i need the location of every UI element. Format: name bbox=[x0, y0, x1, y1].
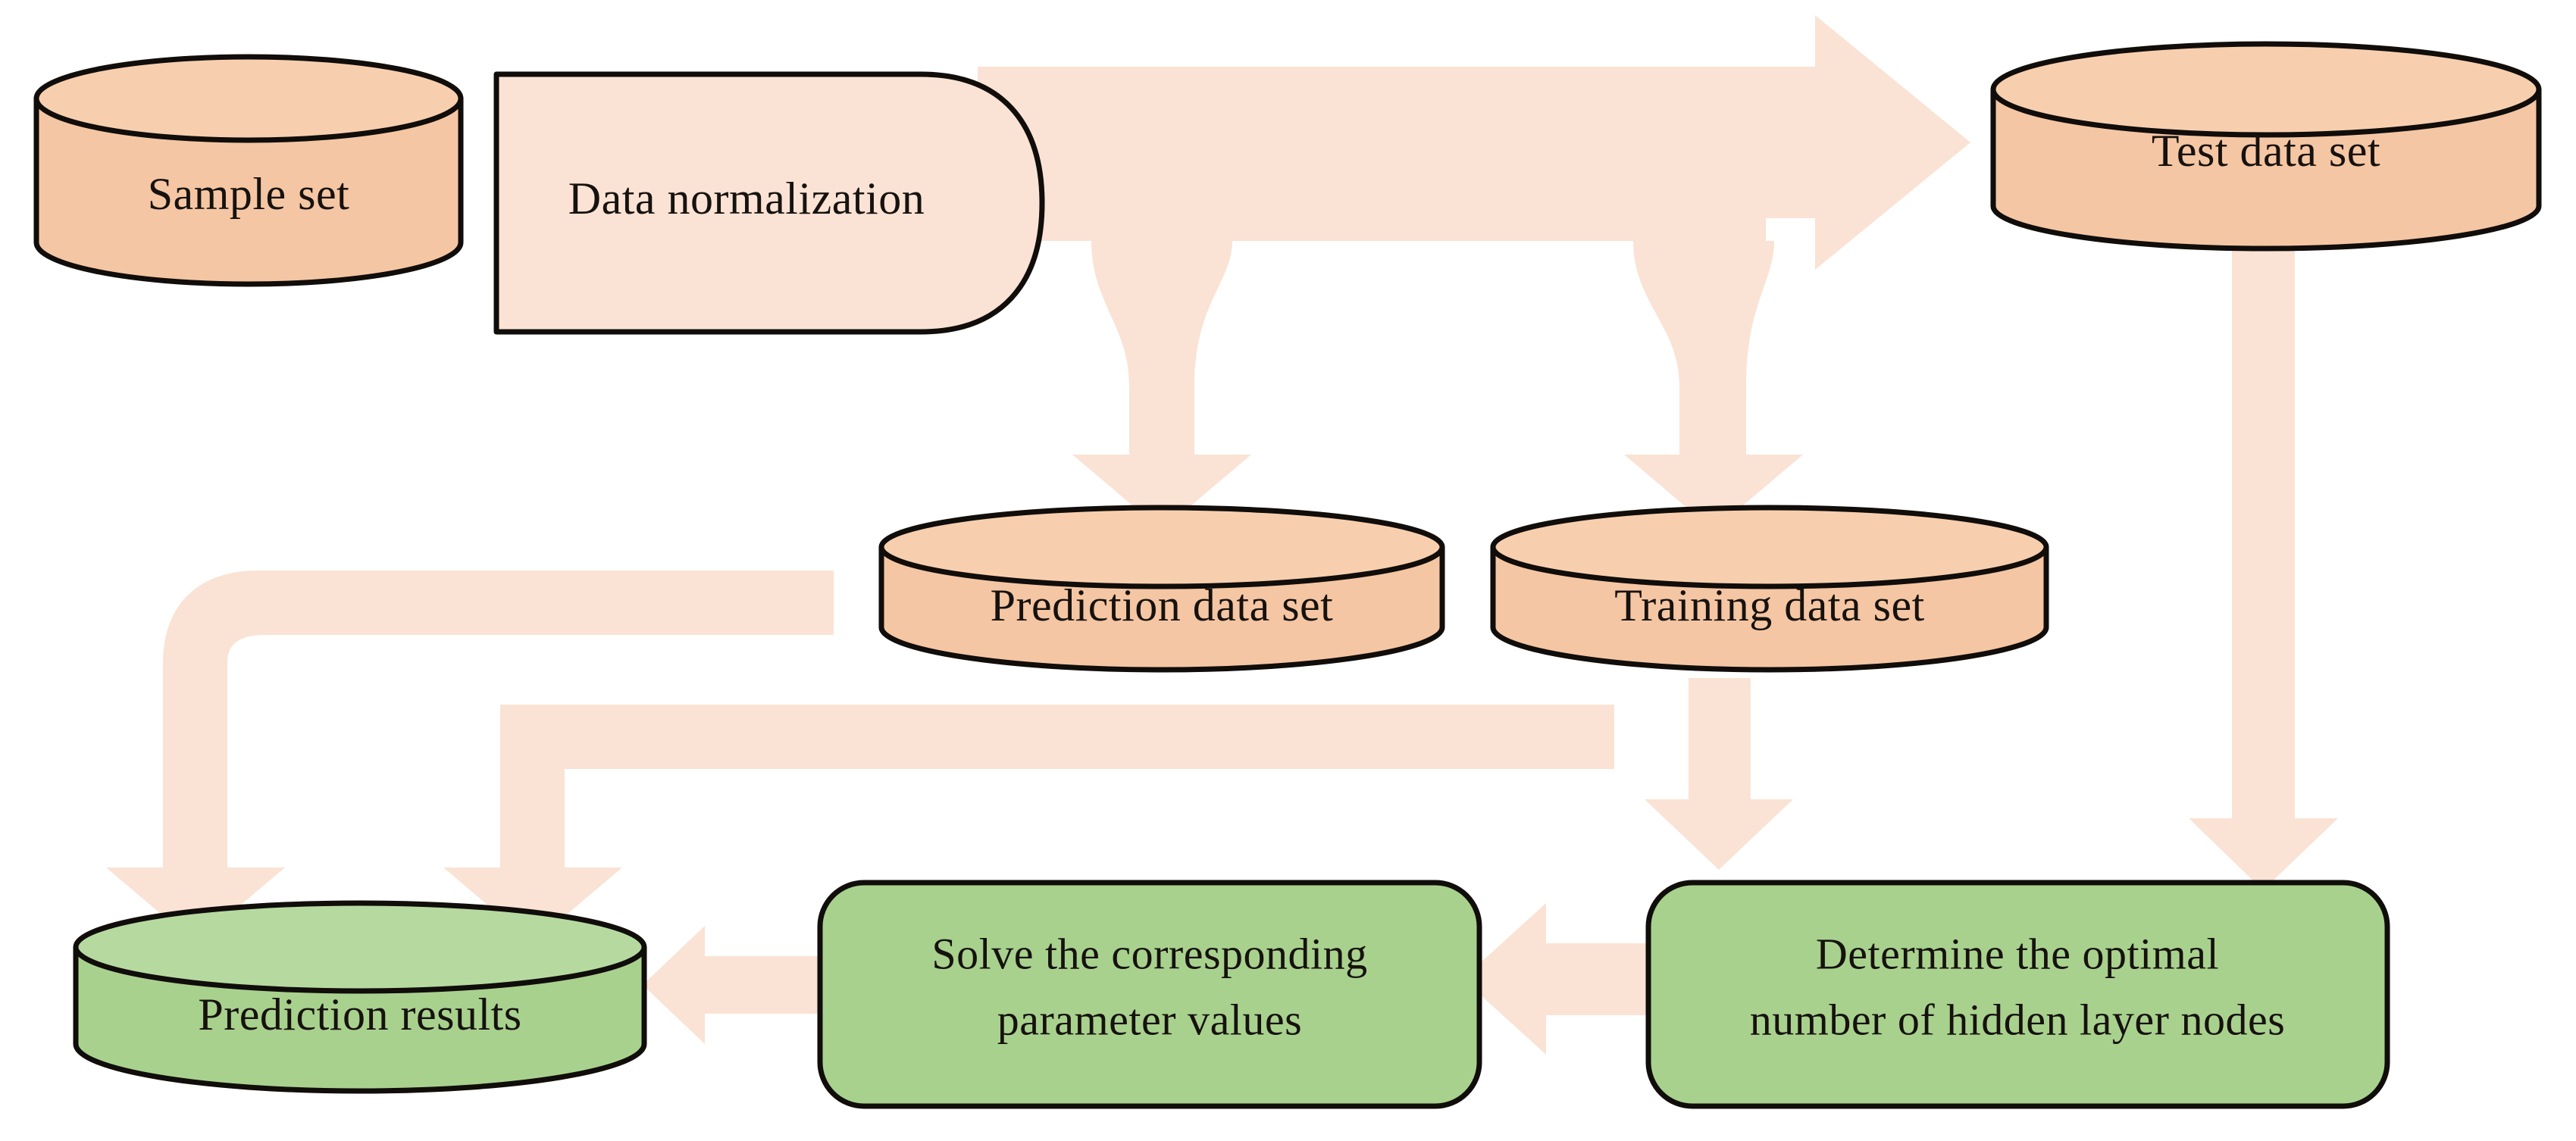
node-training-data-set[interactable]: Training data set bbox=[1490, 505, 2049, 673]
edge-training-data-to-determine bbox=[1645, 678, 1793, 870]
sample-set-label: Sample set bbox=[148, 169, 350, 219]
node-determine-hidden-nodes[interactable]: Determine the optimal number of hidden l… bbox=[1645, 880, 2390, 1109]
edge-training-data-to-results bbox=[443, 705, 1614, 943]
node-solve-parameters[interactable]: Solve the corresponding parameter values bbox=[817, 880, 1482, 1109]
node-prediction-data-set[interactable]: Prediction data set bbox=[878, 505, 1445, 673]
determine-hidden-nodes-label-line2: number of hidden layer nodes bbox=[1750, 995, 2286, 1044]
node-sample-set[interactable]: Sample set bbox=[33, 54, 464, 287]
edge-solve-to-results bbox=[643, 926, 820, 1044]
node-test-data-set[interactable]: Test data set bbox=[1990, 41, 2542, 252]
test-data-set-label: Test data set bbox=[2152, 126, 2380, 176]
edge-test-data-to-determine bbox=[2189, 250, 2338, 890]
prediction-results-label: Prediction results bbox=[198, 989, 521, 1039]
node-prediction-results[interactable]: Prediction results bbox=[73, 900, 647, 1094]
solve-parameters-label-line2: parameter values bbox=[997, 995, 1303, 1044]
training-data-set-label: Training data set bbox=[1614, 580, 1925, 630]
prediction-data-set-label: Prediction data set bbox=[991, 580, 1334, 630]
solve-parameters-label-line1: Solve the corresponding bbox=[931, 929, 1367, 978]
edge-normalization-to-training-data bbox=[1624, 241, 1803, 530]
determine-hidden-nodes-label-line1: Determine the optimal bbox=[1816, 929, 2219, 978]
data-normalization-label: Data normalization bbox=[568, 173, 925, 224]
node-data-normalization[interactable]: Data normalization bbox=[493, 71, 1045, 335]
edge-normalization-to-prediction-data bbox=[1072, 241, 1251, 530]
edge-prediction-data-to-results bbox=[106, 570, 834, 943]
edge-normalization-trunk bbox=[978, 67, 1766, 241]
edge-determine-to-solve bbox=[1463, 903, 1648, 1055]
